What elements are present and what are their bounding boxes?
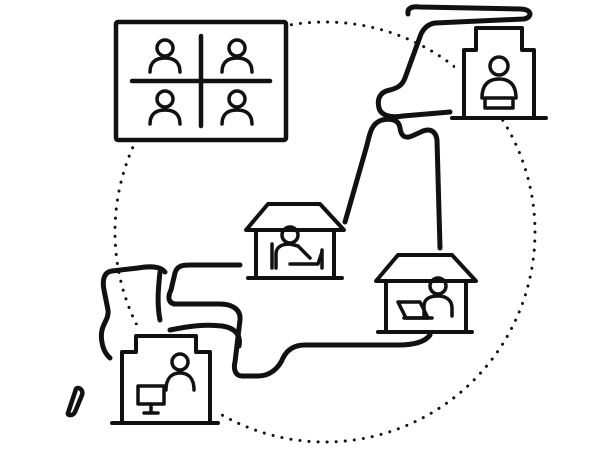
- participant-icon: [148, 38, 182, 74]
- home-worker-laptop-icon: [244, 202, 346, 280]
- home-worker-laptop-icon: [374, 253, 478, 334]
- participant-icon: [148, 89, 182, 126]
- participant-icon: [220, 89, 254, 126]
- video-conference-grid-icon: [113, 19, 289, 143]
- office-building-worker-icon: [450, 26, 548, 120]
- participant-icon: [220, 38, 254, 74]
- japan-map-outline-icon: [65, 4, 533, 418]
- dotted-connection-circle-icon: [113, 20, 537, 444]
- office-building-desktop-icon: [110, 334, 220, 425]
